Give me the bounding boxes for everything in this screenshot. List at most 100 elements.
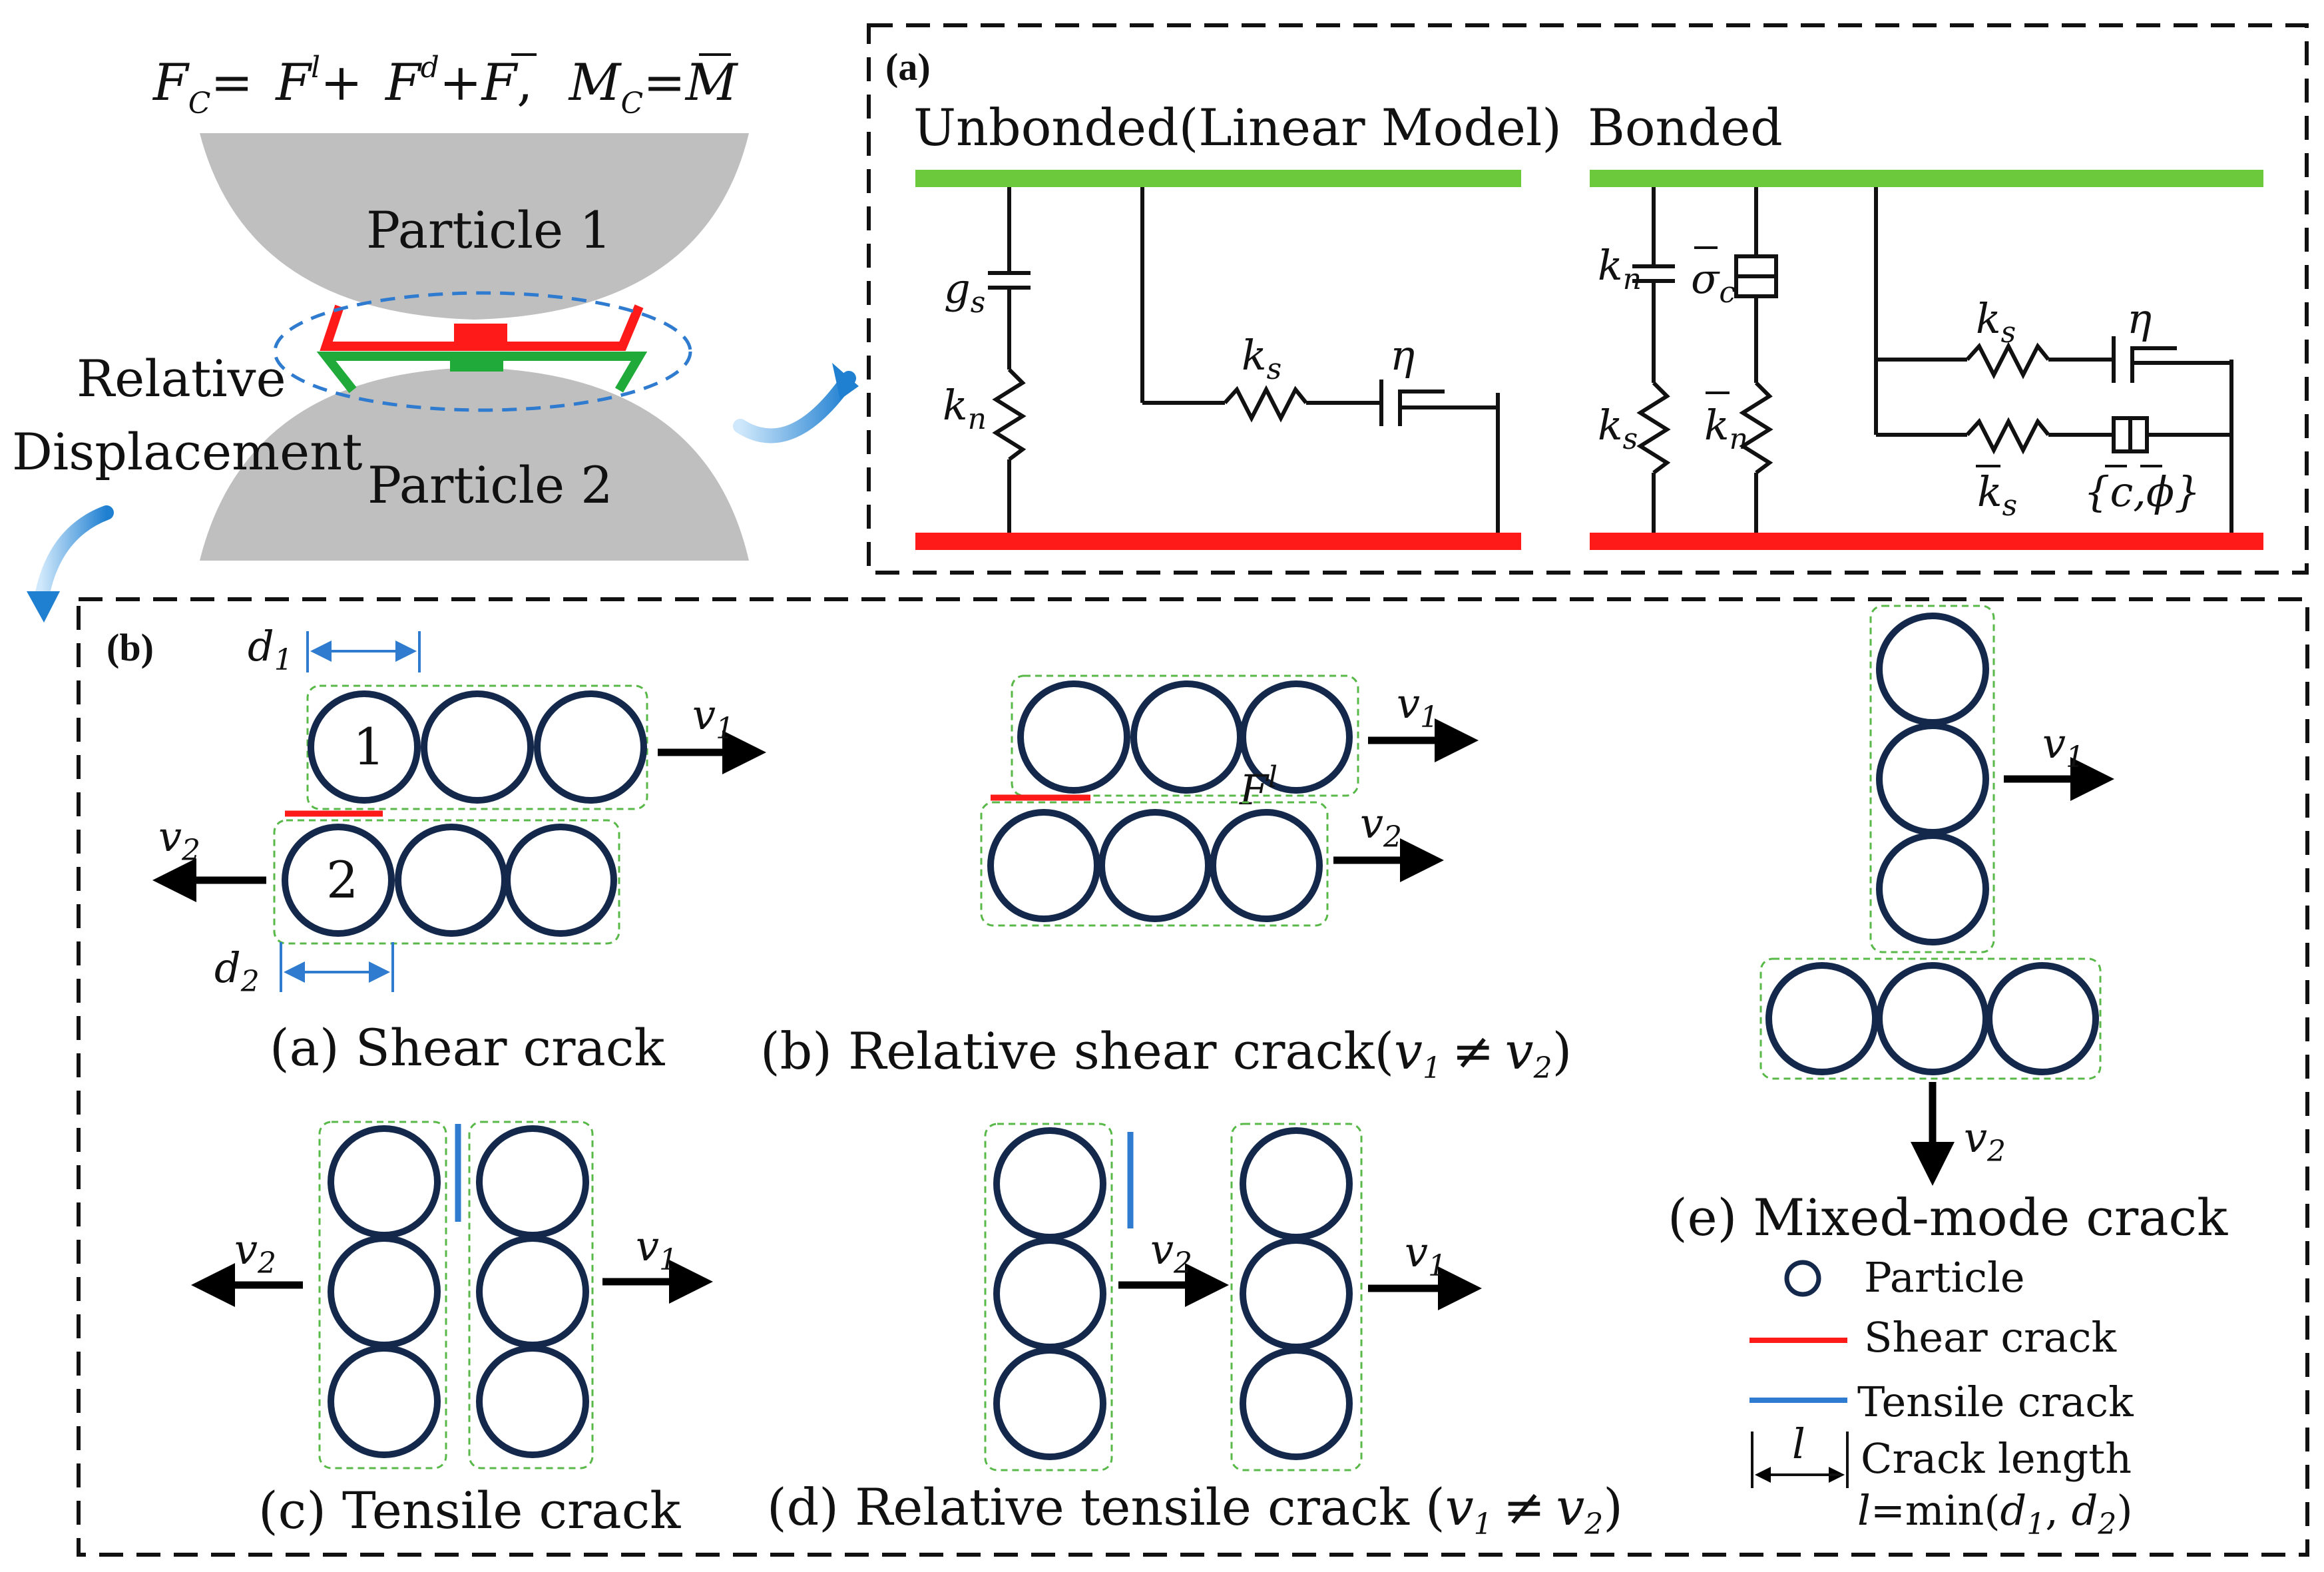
panel-a-tag: (a) xyxy=(885,45,931,89)
particle-circle xyxy=(421,690,534,804)
particle-circle xyxy=(1240,680,1353,794)
particle-circle xyxy=(504,824,617,937)
v2-label: v2 xyxy=(158,812,200,868)
particle-number-1: 1 xyxy=(353,717,385,776)
kn-symbol-bonded: kn xyxy=(1598,241,1642,296)
bonded-bottom-plate xyxy=(1590,533,2263,550)
legend: Particle Shear crack Tensile crack l Cra… xyxy=(1749,1253,2134,1541)
panel-b-crack-types: (b) d1 1 v1 2 v2 xyxy=(77,597,2309,1557)
unbonded-bottom-plate xyxy=(915,533,1521,550)
legend-particle: Particle xyxy=(1864,1253,2025,1302)
legend-length-symbol: l xyxy=(1792,1420,1805,1468)
v1-label: v1 xyxy=(692,690,734,746)
v2-label: v2 xyxy=(1964,1113,2006,1169)
eta-symbol-unbonded: η xyxy=(1390,331,1415,380)
sigma-c-symbol: σc xyxy=(1691,254,1736,310)
bonded-shear-branches xyxy=(1874,187,2233,533)
v2-label: v2 xyxy=(1360,799,1402,854)
particle-circle xyxy=(987,809,1100,922)
force-equation: FC= Fl+ Fd+F, MC=M xyxy=(152,51,739,121)
caption-tensile-crack: (c) Tensile crack xyxy=(258,1481,681,1540)
unbonded-title: Unbonded(Linear Model) xyxy=(913,98,1562,157)
particle-circle xyxy=(1240,1237,1353,1350)
particle-2-shape xyxy=(200,368,749,561)
bonded-title: Bonded xyxy=(1588,98,1783,157)
legend-particle-icon xyxy=(1784,1260,1821,1297)
kn-symbol-unbonded: kn xyxy=(943,381,987,436)
bonded-top-plate xyxy=(1590,170,2263,187)
arrow-to-panel-b-icon xyxy=(34,505,114,607)
legend-length-formula: l=min(d1, d2) xyxy=(1857,1486,2133,1541)
particle-circle xyxy=(476,1235,589,1348)
shear-crack-example: d1 1 v1 2 v2 d2 (a) Shear crack xyxy=(152,622,766,1077)
displacement-label: Displacement xyxy=(12,422,363,481)
particle-number-2: 2 xyxy=(326,850,358,910)
relative-tensile-crack-example: v2 v1 (d) Relative tensile crack (v1≠v2) xyxy=(767,1123,1623,1541)
particle-2-label: Particle 2 xyxy=(367,455,613,515)
particle-circle xyxy=(1765,962,1879,1075)
ks-bar-symbol: ks xyxy=(1977,467,2017,523)
v2-label: v2 xyxy=(1150,1225,1192,1280)
cohesion-friction-symbol: {c,ϕ} xyxy=(2084,467,2201,516)
particle-circle xyxy=(395,824,508,937)
panel-b-frame xyxy=(77,597,2309,1557)
v1-label: v1 xyxy=(1397,679,1439,734)
particle-circle xyxy=(476,1345,589,1458)
particle-circle xyxy=(1876,613,1989,726)
particle-circle xyxy=(1876,722,1989,836)
particle-circle xyxy=(1240,1347,1353,1460)
caption-relative-tensile-crack: (d) Relative tensile crack (v1≠v2) xyxy=(767,1477,1623,1541)
particle-circle xyxy=(1130,680,1244,794)
fl-label: Fl xyxy=(1239,760,1278,814)
ks-symbol-bonded-2: ks xyxy=(1976,294,2016,350)
relative-label: Relative xyxy=(77,349,286,408)
particle-circle xyxy=(282,824,395,937)
contact-zone-ellipse xyxy=(273,291,692,412)
gs-symbol: gs xyxy=(944,264,985,320)
particle-circle xyxy=(534,690,647,804)
kn-bar-symbol: kn xyxy=(1704,401,1748,456)
unbonded-top-plate xyxy=(915,170,1521,187)
caption-mixed-mode-crack: (e) Mixed-mode crack xyxy=(1668,1188,2228,1247)
bonded-normal-branch xyxy=(1632,187,1675,533)
particle-circle xyxy=(1098,809,1212,922)
v1-label: v1 xyxy=(636,1222,678,1277)
particle-1-label: Particle 1 xyxy=(366,200,612,260)
panel-a-contact-models: (a) Unbonded(Linear Model) gs kn ks η xyxy=(867,23,2309,575)
unbonded-shear-branch xyxy=(1140,187,1500,533)
mixed-mode-crack-example: v1 v2 (e) Mixed-mode crack xyxy=(1668,605,2228,1247)
d2-label: d2 xyxy=(214,943,260,999)
particle-circle xyxy=(1876,962,1989,1075)
particle-circle xyxy=(328,1235,441,1348)
particle-1-shape xyxy=(200,133,749,320)
particle-circle xyxy=(328,1125,441,1238)
arrow-to-panel-a-icon xyxy=(733,371,856,443)
particle-circle xyxy=(328,1345,441,1458)
d1-label: d1 xyxy=(248,622,293,677)
particle-circle xyxy=(1240,1127,1353,1240)
particle-circle xyxy=(993,1127,1106,1240)
tensile-crack-example: v2 v1 (c) Tensile crack xyxy=(191,1121,713,1540)
v1-label: v1 xyxy=(1405,1228,1447,1283)
relative-shear-crack-example: v1 Fl v2 (b) Relative shear crack(v1≠v2) xyxy=(760,674,1572,1085)
red-contact-link xyxy=(320,304,644,351)
particle-circle xyxy=(1210,809,1323,922)
unbonded-normal-branch xyxy=(988,187,1031,533)
particle-circle xyxy=(1017,680,1130,794)
ks-symbol-bonded: ks xyxy=(1598,401,1638,456)
particle-circle xyxy=(308,690,421,804)
legend-tensile: Tensile crack xyxy=(1857,1378,2134,1426)
legend-crack-length: Crack length xyxy=(1861,1434,2132,1483)
v2-label: v2 xyxy=(234,1225,276,1280)
particle-circle xyxy=(476,1125,589,1238)
particle-circle xyxy=(1876,832,1989,945)
legend-shear: Shear crack xyxy=(1864,1313,2116,1362)
particle-circle xyxy=(1986,962,2099,1075)
ks-symbol-unbonded: ks xyxy=(1242,331,1281,386)
contact-schematic: FC= Fl+ Fd+F, MC=M Particle 1 Particle 2… xyxy=(12,51,859,623)
bonded-parallel-normal-branch xyxy=(1734,187,1778,533)
caption-shear-crack: (a) Shear crack xyxy=(270,1018,665,1077)
particle-circle xyxy=(993,1347,1106,1460)
v1-label: v1 xyxy=(2042,719,2084,774)
